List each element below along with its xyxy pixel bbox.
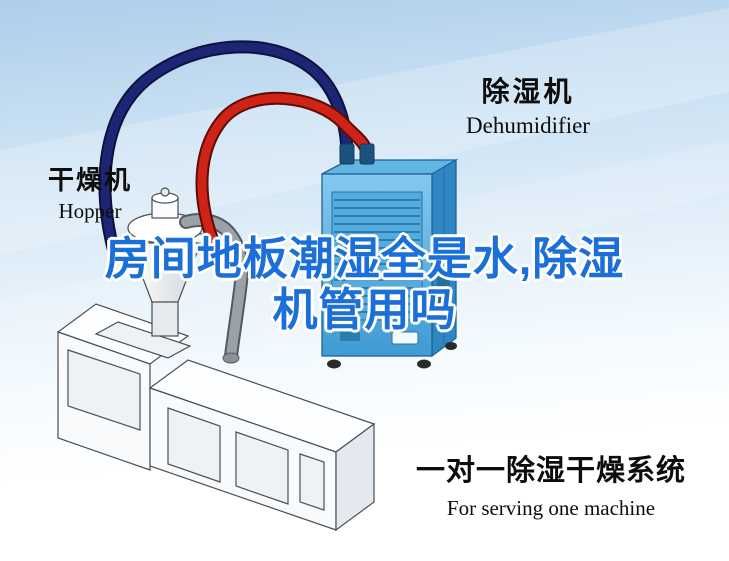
dehumidifier-label: 除湿机 Dehumidifier [450,70,606,139]
hopper-label-cn: 干燥机 [47,165,132,195]
louver-grille [334,199,420,313]
hopper-dryer-unit [94,187,205,359]
hose-connectors [339,143,375,165]
page-title-line2: 机管用吗 [272,284,457,335]
system-caption-cn: 一对一除湿干燥系统 [415,455,686,487]
dehumidifier-label-cn: 除湿机 [481,76,575,107]
page-title-line1: 房间地板潮湿全是水,除湿 [104,233,625,284]
dehumidifier-label-en: Dehumidifier [466,113,590,138]
system-caption: 一对一除湿干燥系统 For serving one machine [396,447,706,521]
hopper-label-en: Hopper [58,199,122,223]
hopper-label: 干燥机 Hopper [30,160,150,224]
page-title: 房间地板潮湿全是水,除湿 机管用吗 [0,233,729,335]
supply-hose-red [195,91,374,245]
casters [327,342,457,369]
system-caption-en: For serving one machine [446,496,656,520]
extruder-machine [56,303,376,532]
dehumidifier-unit [321,158,459,369]
return-hose-navy [98,40,354,259]
